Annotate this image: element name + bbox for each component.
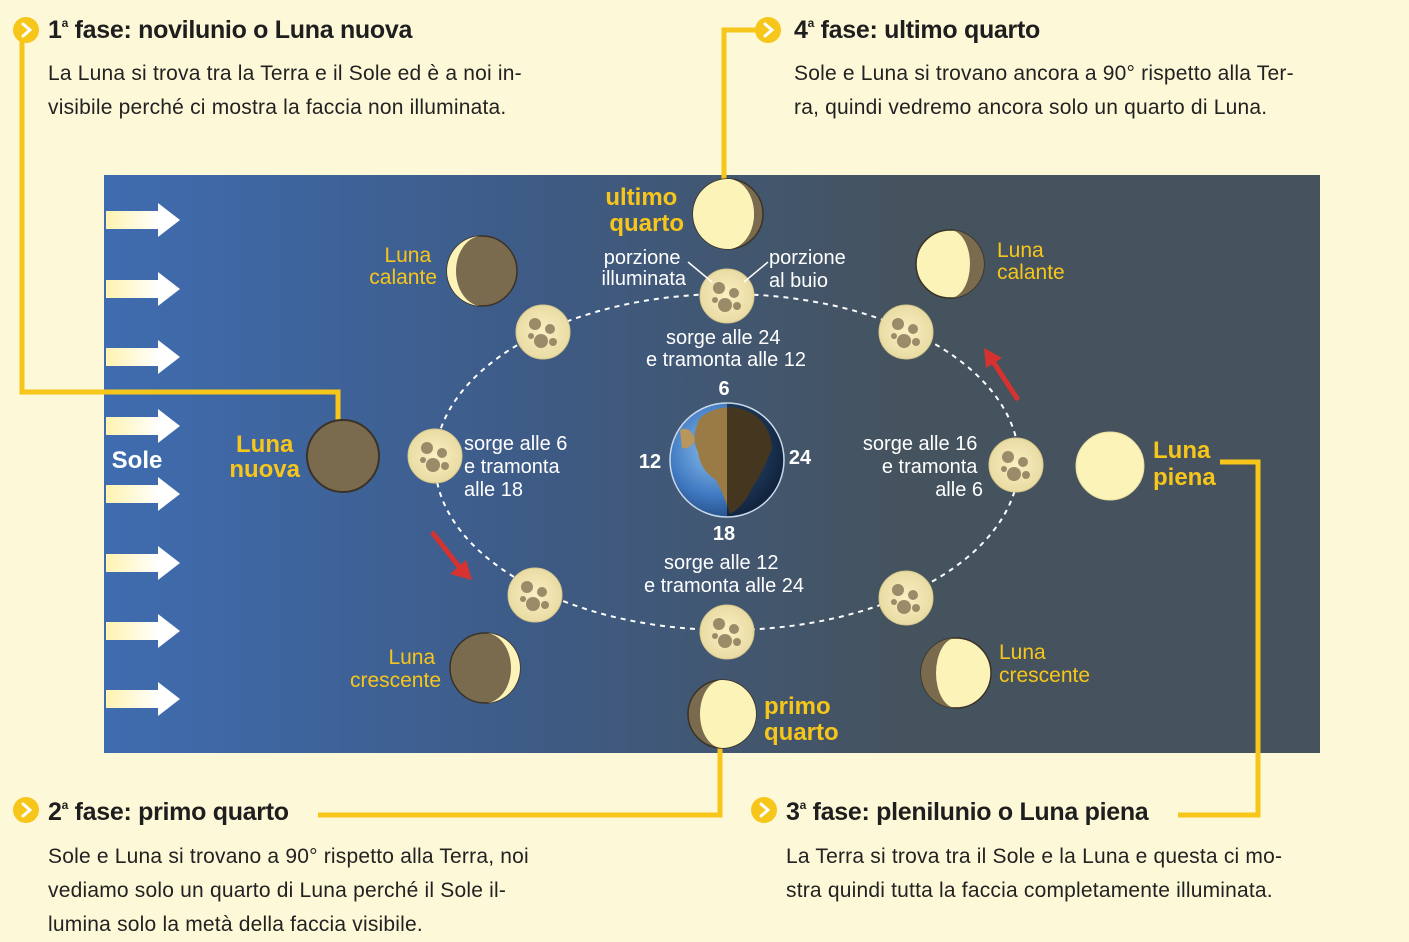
orbit-moon [515,304,571,360]
sun-ray-arrow [106,682,180,716]
orbit-moons [407,268,1044,660]
sun-ray-arrow [106,340,180,374]
orbit-moon [988,437,1044,493]
label-lit-portion: porzione illuminata [602,247,687,290]
rise-label-bottom: sorge alle 12 e tramonta alle 24 [644,552,804,597]
connector-phase-4 [721,27,768,182]
last-quarter-moon [692,178,764,250]
waning-moon-right [915,229,985,299]
sun-ray-arrow [106,546,180,580]
sun-ray-arrow [106,409,180,443]
rise-label-left: sorge alle 6 e tramonta alle 18 [464,433,573,501]
phase-3-description: La Terra si trova tra il Sole e la Luna … [786,845,1283,902]
label-waning-left: Luna calante [369,244,437,289]
waning-moon-left [446,235,518,307]
label-waxing-right: Luna crescente [999,641,1090,687]
label-last-quarter: ultimo quarto [605,184,684,237]
phase-4-bullet-icon [755,17,781,43]
orbit-moon [699,268,755,324]
earth-hour-top: 6 [718,378,729,400]
phase-1-description: La Luna si trova tra la Terra e il Sole … [48,62,522,119]
waxing-moon-right [920,637,992,709]
rise-label-top: sorge alle 24 e tramonta alle 12 [646,327,806,371]
label-first-quarter: primo quarto [764,693,839,746]
connector-phase-1 [19,30,341,420]
orbit-moon [699,604,755,660]
sun-ray-arrow [106,614,180,648]
waxing-moon-left [449,632,521,704]
sun-rays [106,203,180,716]
motion-arrow-right [984,348,1021,402]
phase-3-bullet-icon [751,797,777,823]
sun-ray-arrow [106,272,180,306]
connector-phase-3 [1178,459,1261,818]
earth-hour-bottom: 18 [713,523,735,545]
phase-1-title: 1a fase: novilunio o Luna nuova [48,16,413,44]
label-dark-portion: porzione al buio [769,247,851,292]
orbit-moon [878,304,934,360]
phase-2-bullet-icon [13,797,39,823]
sun-ray-arrow [106,477,180,511]
label-waxing-left: Luna crescente [350,646,441,692]
phase-2-description: Sole e Luna si trovano a 90° rispetto al… [48,845,529,936]
full-moon [1075,431,1145,501]
label-waning-right: Luna calante [997,239,1065,284]
phase-4-description: Sole e Luna si trovano ancora a 90° risp… [794,62,1294,119]
new-moon [306,419,380,493]
connector-phase-2 [318,745,723,818]
phase-3-title: 3a fase: plenilunio o Luna piena [786,798,1149,826]
first-quarter-moon [687,679,757,749]
phase-4-title: 4a fase: ultimo quarto [794,16,1040,44]
phase-2-title: 2a fase: primo quarto [48,798,289,826]
earth-hour-right: 24 [789,447,812,469]
orbit-moon [507,567,563,623]
motion-arrow-left [430,530,472,580]
orbit-moon [407,428,463,484]
earth-hour-left: 12 [639,451,661,473]
rise-label-right: sorge alle 16 e tramonta alle 6 [863,433,983,501]
label-new-moon: Luna nuova [229,431,300,483]
orbit-moon [878,570,934,626]
sun-label: Sole [112,447,163,474]
sun-ray-arrow [106,203,180,237]
phase-1-bullet-icon [13,17,39,43]
label-full-moon: Luna piena [1153,437,1217,491]
